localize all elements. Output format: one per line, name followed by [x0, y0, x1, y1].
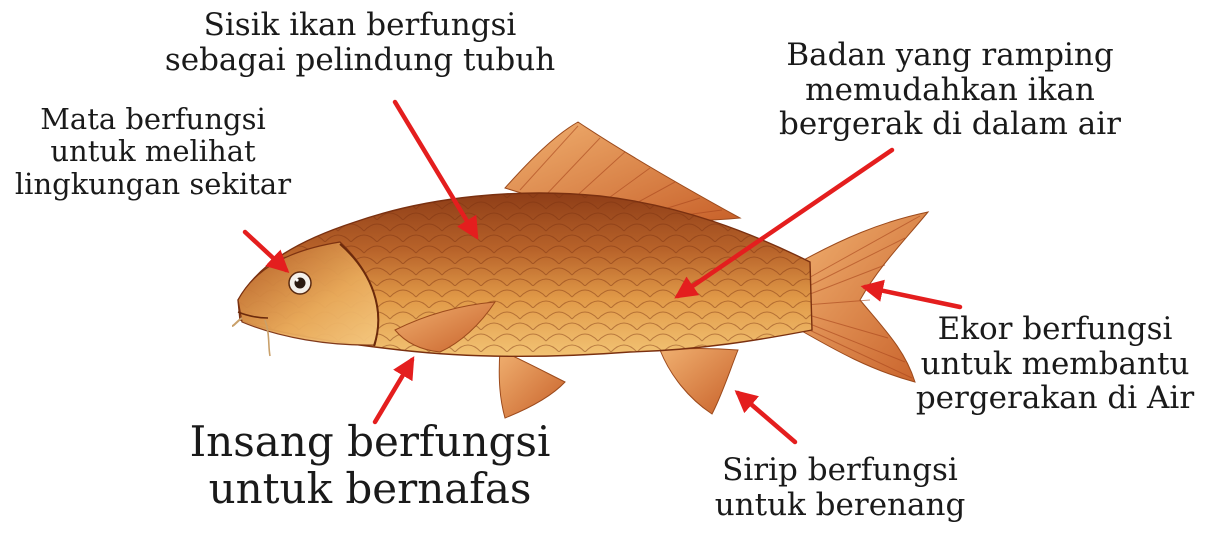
label-line: sebagai pelindung tubuh	[150, 43, 570, 78]
label-line: lingkungan sekitar	[8, 168, 298, 200]
label-line: memudahkan ikan	[750, 73, 1150, 108]
label-line: Badan yang ramping	[750, 38, 1150, 73]
label-line: Ekor berfungsi	[905, 312, 1205, 347]
label-sisik: Sisik ikan berfungsi sebagai pelindung t…	[150, 8, 570, 77]
label-mata: Mata berfungsi untuk melihat lingkungan …	[8, 103, 298, 200]
label-line: bergerak di dalam air	[750, 107, 1150, 142]
label-line: Insang berfungsi	[160, 418, 580, 465]
pelvic-fin	[499, 350, 565, 418]
anal-fin	[660, 349, 738, 415]
arrow-mata	[245, 232, 286, 270]
label-line: Sirip berfungsi	[675, 453, 1005, 488]
label-line: untuk melihat	[8, 135, 298, 167]
label-line: Sisik ikan berfungsi	[150, 8, 570, 43]
label-sirip: Sirip berfungsi untuk berenang	[675, 453, 1005, 522]
label-line: pergerakan di Air	[905, 381, 1205, 416]
label-badan: Badan yang ramping memudahkan ikan berge…	[750, 38, 1150, 142]
arrow-insang	[375, 360, 412, 422]
arrow-ekor	[865, 287, 960, 307]
eye-highlight	[295, 278, 298, 281]
label-line: untuk membantu	[905, 347, 1205, 382]
arrow-sirip	[738, 393, 795, 442]
label-insang: Insang berfungsi untuk bernafas	[160, 418, 580, 512]
label-ekor: Ekor berfungsi untuk membantu pergerakan…	[905, 312, 1205, 416]
label-line: untuk berenang	[675, 488, 1005, 523]
label-line: untuk bernafas	[160, 465, 580, 512]
barbel	[232, 318, 242, 326]
label-line: Mata berfungsi	[8, 103, 298, 135]
